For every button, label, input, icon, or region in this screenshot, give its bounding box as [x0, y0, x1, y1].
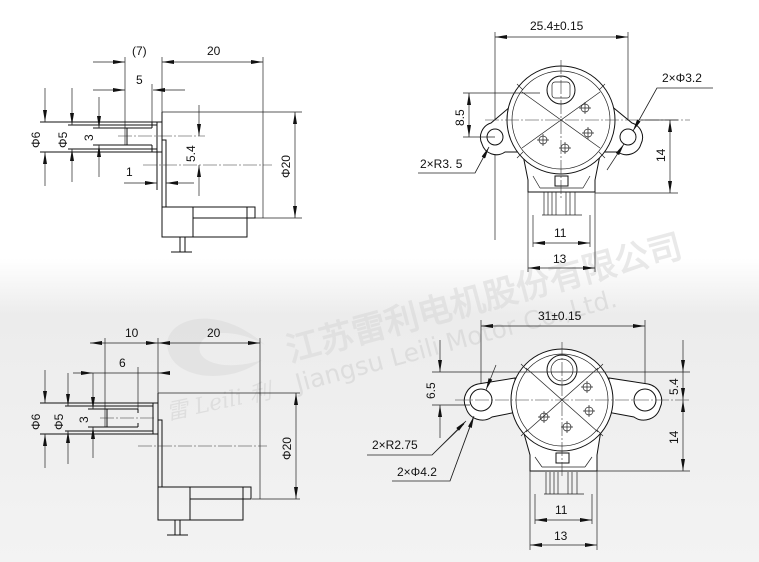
- dim-14: 14: [667, 430, 681, 444]
- dim-13: 13: [553, 252, 567, 266]
- label-hole: 2×Φ4.2: [397, 465, 437, 479]
- dim-20: 20: [207, 326, 221, 340]
- dim-phi20: Φ20: [280, 437, 294, 460]
- dim-phi20: Φ20: [279, 155, 293, 178]
- dim-phi6: Φ6: [29, 131, 43, 148]
- dim-phi5: Φ5: [56, 131, 70, 148]
- dim-8-5: 8.5: [453, 109, 467, 126]
- dim-7: (7): [132, 44, 147, 58]
- bottom-front-view: 31±0.15 11 13: [367, 309, 690, 550]
- dim-6-5: 6.5: [424, 382, 438, 399]
- top-front-view: 25.4±0.15 11: [418, 19, 713, 272]
- dim-14: 14: [654, 148, 668, 162]
- logo-mark: [167, 318, 265, 377]
- bottom-side-view: 10 20 6 Φ6 Φ5 3 Φ20: [29, 326, 300, 536]
- dim-11: 11: [554, 226, 567, 240]
- dim-3: 3: [77, 416, 91, 423]
- dim-5-4: 5.4: [184, 145, 198, 162]
- dim-5-4: 5.4: [667, 378, 681, 395]
- dim-phi6: Φ6: [29, 413, 43, 430]
- dim-11: 11: [555, 503, 568, 517]
- dim-13: 13: [554, 529, 568, 543]
- dim-width: 31±0.15: [538, 309, 582, 323]
- dim-width: 25.4±0.15: [530, 19, 584, 33]
- dim-5: 5: [136, 73, 143, 87]
- top-side-view: (7) 20 5 Φ6 Φ5 3 5.4 1: [29, 44, 302, 253]
- dim-20: 20: [207, 44, 221, 58]
- label-hole: 2×Φ3.2: [662, 71, 702, 85]
- dim-3: 3: [82, 134, 96, 141]
- dim-1: 1: [126, 165, 133, 179]
- dim-10: 10: [125, 326, 139, 340]
- label-radius: 2×R2.75: [372, 438, 418, 452]
- dim-6: 6: [119, 356, 126, 370]
- dim-phi5: Φ5: [52, 413, 66, 430]
- label-radius: 2×R3. 5: [420, 157, 463, 171]
